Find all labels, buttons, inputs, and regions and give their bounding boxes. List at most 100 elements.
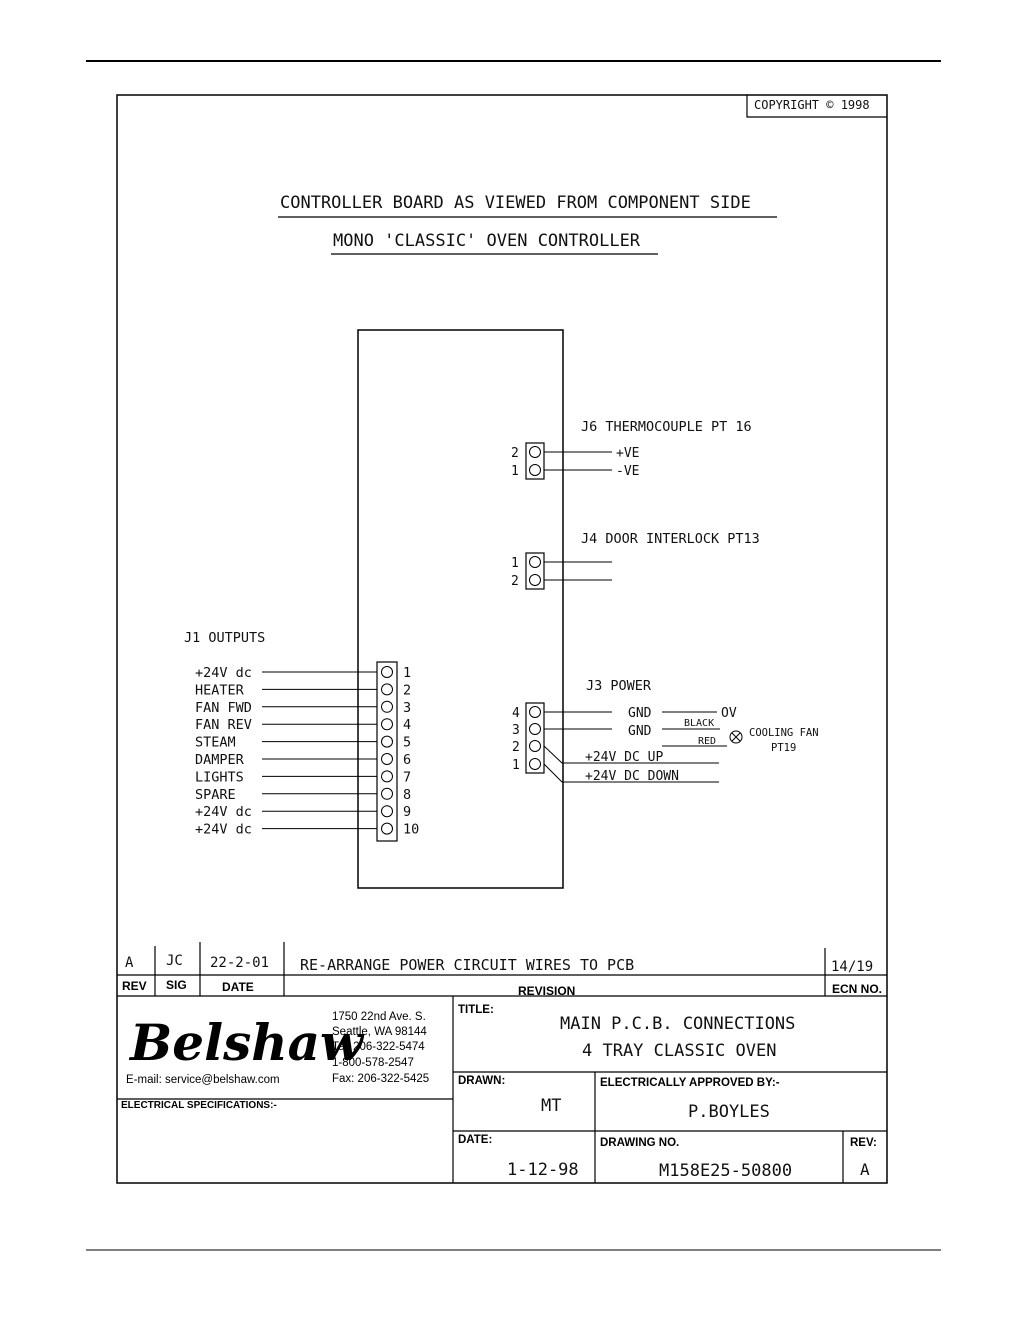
j1-title: J1 OUTPUTS [184, 630, 265, 646]
j1-pin-number: 7 [403, 769, 411, 785]
drawing-frame [116, 94, 888, 1184]
j1-pin-number: 8 [403, 787, 411, 803]
j1-output-label: +24V dc [195, 822, 252, 838]
copyright-box [746, 95, 887, 118]
address-line: 1750 22nd Ave. S. [332, 1011, 426, 1023]
drawn-value: MT [541, 1096, 561, 1116]
j1-pin-number: 5 [403, 735, 411, 751]
dc-up-label: +24V DC UP [585, 750, 663, 765]
date-value: 1-12-98 [507, 1160, 579, 1180]
j1-pin-hole [381, 700, 393, 713]
j1-output-label: DAMPER [195, 752, 245, 768]
sig-header: SIG [166, 978, 187, 992]
title-line-1: CONTROLLER BOARD AS VIEWED FROM COMPONEN… [280, 193, 751, 213]
j1-pin-hole [381, 770, 393, 783]
date-header: DATE [222, 980, 254, 994]
j1-pin-number: 2 [403, 682, 411, 698]
j3-pin-hole [529, 740, 541, 752]
j1-output-label: FAN REV [195, 717, 252, 733]
j3-wire-label: GND [628, 724, 652, 739]
revision-rev: A [125, 955, 134, 971]
date-label: DATE: [458, 1134, 492, 1146]
drawing-title-1: MAIN P.C.B. CONNECTIONS [560, 1014, 795, 1034]
j4-pin-hole [529, 574, 541, 586]
j1-pin-number: 6 [403, 752, 411, 768]
j1-pin-hole [381, 787, 393, 800]
j6-title: J6 THERMOCOUPLE PT 16 [581, 419, 752, 435]
revision-date: 22-2-01 [210, 955, 269, 971]
drawing-no-value: M158E25-50800 [659, 1161, 792, 1181]
belshaw-logo: Belshaw [128, 1013, 365, 1072]
j1-pin-number: 4 [403, 717, 411, 733]
dc-down-label: +24V DC DOWN [585, 769, 679, 784]
j4-pin-hole [529, 556, 541, 568]
j3-pin-number: 2 [512, 740, 520, 755]
j4-connector [525, 552, 545, 590]
fax-line: Fax: 206-322-5425 [332, 1073, 429, 1085]
drawing-no-label: DRAWING NO. [600, 1137, 679, 1149]
drawing-title-2: 4 TRAY CLASSIC OVEN [582, 1041, 776, 1061]
j1-output-label: FAN FWD [195, 700, 252, 716]
j1-pin-number: 9 [403, 804, 411, 820]
j1-pin-hole [381, 683, 393, 696]
j1-pin-number: 10 [403, 822, 419, 838]
j6-pin-number: 1 [511, 464, 519, 479]
j1-output-label: +24V dc [195, 665, 252, 681]
j1-pin-number: 1 [403, 665, 411, 681]
j1-output-label: +24V dc [195, 804, 252, 820]
j1-pin-hole [381, 753, 393, 765]
j3-wire-label: GND [628, 706, 652, 721]
dc-up-wire [543, 745, 719, 764]
dc-down-wire [543, 763, 719, 783]
rev-value: A [860, 1160, 870, 1179]
j1-pin-hole [381, 718, 393, 731]
red-wire-label: RED [698, 736, 716, 747]
cooling-fan-lamp-cross [731, 732, 741, 742]
j3-connector [525, 702, 545, 774]
black-wire-label: BLACK [684, 718, 714, 729]
j4-pin-number: 2 [511, 574, 519, 589]
j1-pin-hole [381, 735, 393, 748]
j3-pin-hole [529, 758, 541, 770]
j6-connector [525, 442, 545, 480]
j1-pin-hole [381, 805, 393, 818]
approved-label: ELECTRICALLY APPROVED BY:- [600, 1077, 780, 1089]
revision-header: REVISION [518, 984, 575, 998]
phone-line: 1-800-578-2547 [332, 1057, 414, 1069]
controller-board [357, 329, 564, 889]
phone-line: Tel: 206-322-5474 [332, 1041, 425, 1053]
j1-pin-number: 3 [403, 700, 411, 716]
cooling-fan-label: COOLING FAN [749, 727, 819, 739]
cooling-fan-lamp-icon [729, 730, 743, 744]
j6-wire-label: +VE [616, 446, 639, 461]
j3-pin-number: 3 [512, 723, 520, 738]
ov-label: OV [721, 706, 737, 721]
j1-output-label: STEAM [195, 735, 236, 751]
j3-pin-hole [529, 723, 541, 735]
revision-ecn: 14/19 [831, 959, 873, 975]
cooling-fan-pt: PT19 [771, 742, 796, 754]
j4-title: J4 DOOR INTERLOCK PT13 [581, 531, 760, 547]
j6-pin-hole [529, 464, 541, 476]
elec-spec-label: ELECTRICAL SPECIFICATIONS:- [121, 1100, 277, 1111]
drawn-label: DRAWN: [458, 1075, 505, 1087]
rev-header: REV [122, 979, 147, 993]
j1-output-label: SPARE [195, 787, 236, 803]
j6-pin-hole [529, 446, 541, 458]
j1-output-label: HEATER [195, 682, 245, 698]
j1-output-label: LIGHTS [195, 769, 244, 785]
copyright-text: COPYRIGHT © 1998 [754, 98, 870, 112]
j3-title: J3 POWER [586, 678, 652, 694]
title-line-2: MONO 'CLASSIC' OVEN CONTROLLER [333, 231, 641, 251]
revision-description: RE-ARRANGE POWER CIRCUIT WIRES TO PCB [300, 956, 634, 974]
j1-pin-hole [381, 666, 393, 678]
j6-wire-label: -VE [616, 464, 639, 479]
title-label: TITLE: [458, 1004, 494, 1016]
j1-pin-hole [381, 822, 393, 835]
rev-label: REV: [850, 1137, 877, 1149]
j3-pin-number: 1 [512, 758, 520, 773]
address-line: Seattle, WA 98144 [332, 1026, 427, 1038]
